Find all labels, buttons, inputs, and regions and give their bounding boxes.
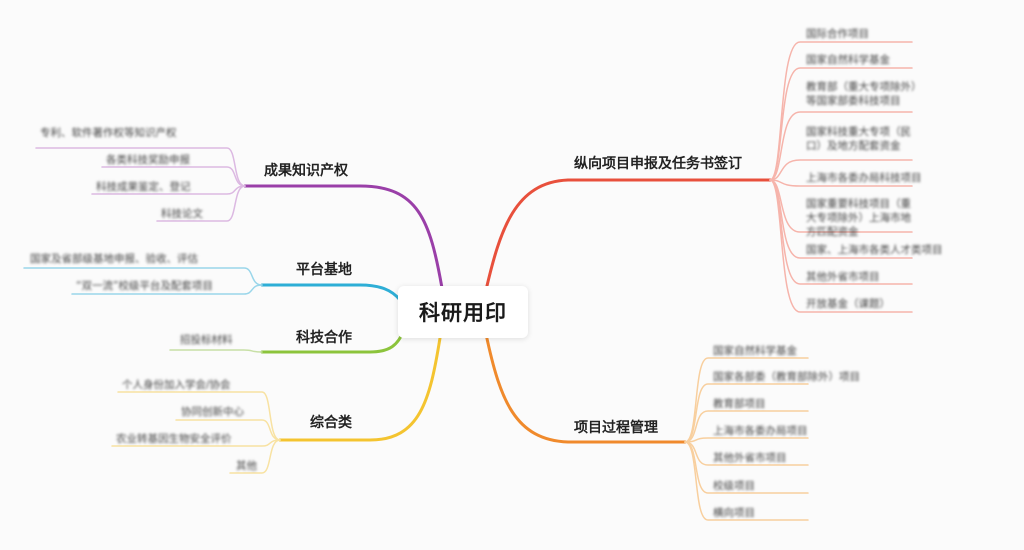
- leaf-connector: [101, 166, 246, 187]
- leaf-connector: [156, 185, 246, 222]
- leaf-item[interactable]: 校级项目: [713, 480, 755, 492]
- leaf-item[interactable]: 国家各部委（教育部除外）项目: [713, 371, 860, 383]
- leaf-item[interactable]: 协同创新中心: [181, 406, 244, 418]
- branch-label: 科技合作: [296, 330, 352, 346]
- leaf-item[interactable]: 上海市各委办局科技项目: [806, 172, 922, 184]
- leaf-connector: [23, 267, 263, 286]
- branch-label: 综合类: [310, 415, 352, 431]
- central-topic-label: 科研用印: [419, 301, 507, 325]
- branch-connector: [260, 283, 402, 302]
- central-topic[interactable]: 科研用印: [398, 286, 528, 338]
- branch-label: 项目过程管理: [574, 420, 658, 436]
- leaf-item[interactable]: 个人身份加入学会/协会: [122, 379, 231, 391]
- leaf-connector: [769, 179, 913, 187]
- leaf-item[interactable]: 专利、软件著作权等知识产权: [40, 127, 177, 139]
- leaf-connector: [229, 439, 281, 474]
- leaf-connector: [684, 383, 809, 443]
- branch-connector: [484, 178, 772, 292]
- leaf-item[interactable]: 其他: [236, 460, 257, 472]
- leaf-item[interactable]: 各类科技奖励申报: [106, 154, 190, 166]
- branch-chengguo[interactable]: 成果知识产权: [264, 160, 348, 180]
- leaf-connector: [169, 349, 263, 353]
- leaf-connector: [684, 357, 809, 443]
- branch-connector: [484, 332, 687, 444]
- branch-label: 平台基地: [296, 262, 352, 278]
- branch-guocheng[interactable]: 项目过程管理: [574, 417, 658, 437]
- leaf-connector: [684, 410, 809, 443]
- branch-connector: [278, 336, 442, 442]
- leaf-connector: [117, 391, 281, 441]
- leaf-item[interactable]: 上海市各委办局项目: [713, 425, 808, 437]
- leaf-item[interactable]: 横向项目: [713, 507, 755, 519]
- leaf-connector: [769, 67, 913, 181]
- leaf-item[interactable]: 国家、上海市各类人才类项目: [806, 244, 943, 256]
- leaf-connector: [684, 441, 809, 521]
- branch-label: 纵向项目申报及任务书签订: [574, 156, 742, 172]
- branch-hezuo[interactable]: 科技合作: [296, 327, 352, 347]
- leaf-item[interactable]: 国家及省部级基地申报、验收、评估: [30, 253, 198, 265]
- leaf-item[interactable]: 科技论文: [161, 208, 203, 220]
- leaf-item[interactable]: 国际合作项目: [806, 28, 869, 40]
- branch-connector: [243, 184, 444, 290]
- leaf-item[interactable]: 招投标材料: [180, 334, 233, 346]
- leaf-item[interactable]: 农业转基因生物安全评价: [116, 433, 232, 445]
- leaf-item[interactable]: 其他外省市项目: [713, 452, 787, 464]
- leaf-item[interactable]: 国家重要科技项目（重大专项除外）上海市地方匹配资金: [806, 198, 911, 238]
- leaf-item[interactable]: 其他外省市项目: [806, 271, 880, 283]
- leaf-item[interactable]: 国家自然科学基金: [806, 54, 890, 66]
- leaf-connector: [175, 419, 281, 441]
- leaf-connector: [769, 159, 913, 181]
- branch-zongxiang[interactable]: 纵向项目申报及任务书签订: [574, 153, 742, 173]
- leaf-item[interactable]: 开放基金（课题）: [806, 298, 890, 310]
- branch-label: 成果知识产权: [264, 163, 348, 179]
- leaf-connector: [684, 437, 809, 443]
- branch-zonghe[interactable]: 综合类: [310, 412, 352, 432]
- leaf-connector: [769, 179, 913, 313]
- leaf-item[interactable]: 国家自然科学基金: [713, 345, 797, 357]
- leaf-item[interactable]: 科技成果鉴定、登记: [96, 181, 191, 193]
- leaf-connector: [71, 284, 263, 295]
- leaf-item[interactable]: 教育部（重大专项除外）等国家部委科技项目: [806, 81, 917, 107]
- leaf-item[interactable]: 国家科技重大专项（民口）及地方配套资金: [806, 126, 911, 152]
- leaf-item[interactable]: 教育部项目: [713, 398, 766, 410]
- leaf-item[interactable]: “双一流”校级平台及配套项目: [76, 280, 213, 292]
- branch-pingtai[interactable]: 平台基地: [296, 259, 352, 279]
- leaf-connector: [769, 111, 913, 181]
